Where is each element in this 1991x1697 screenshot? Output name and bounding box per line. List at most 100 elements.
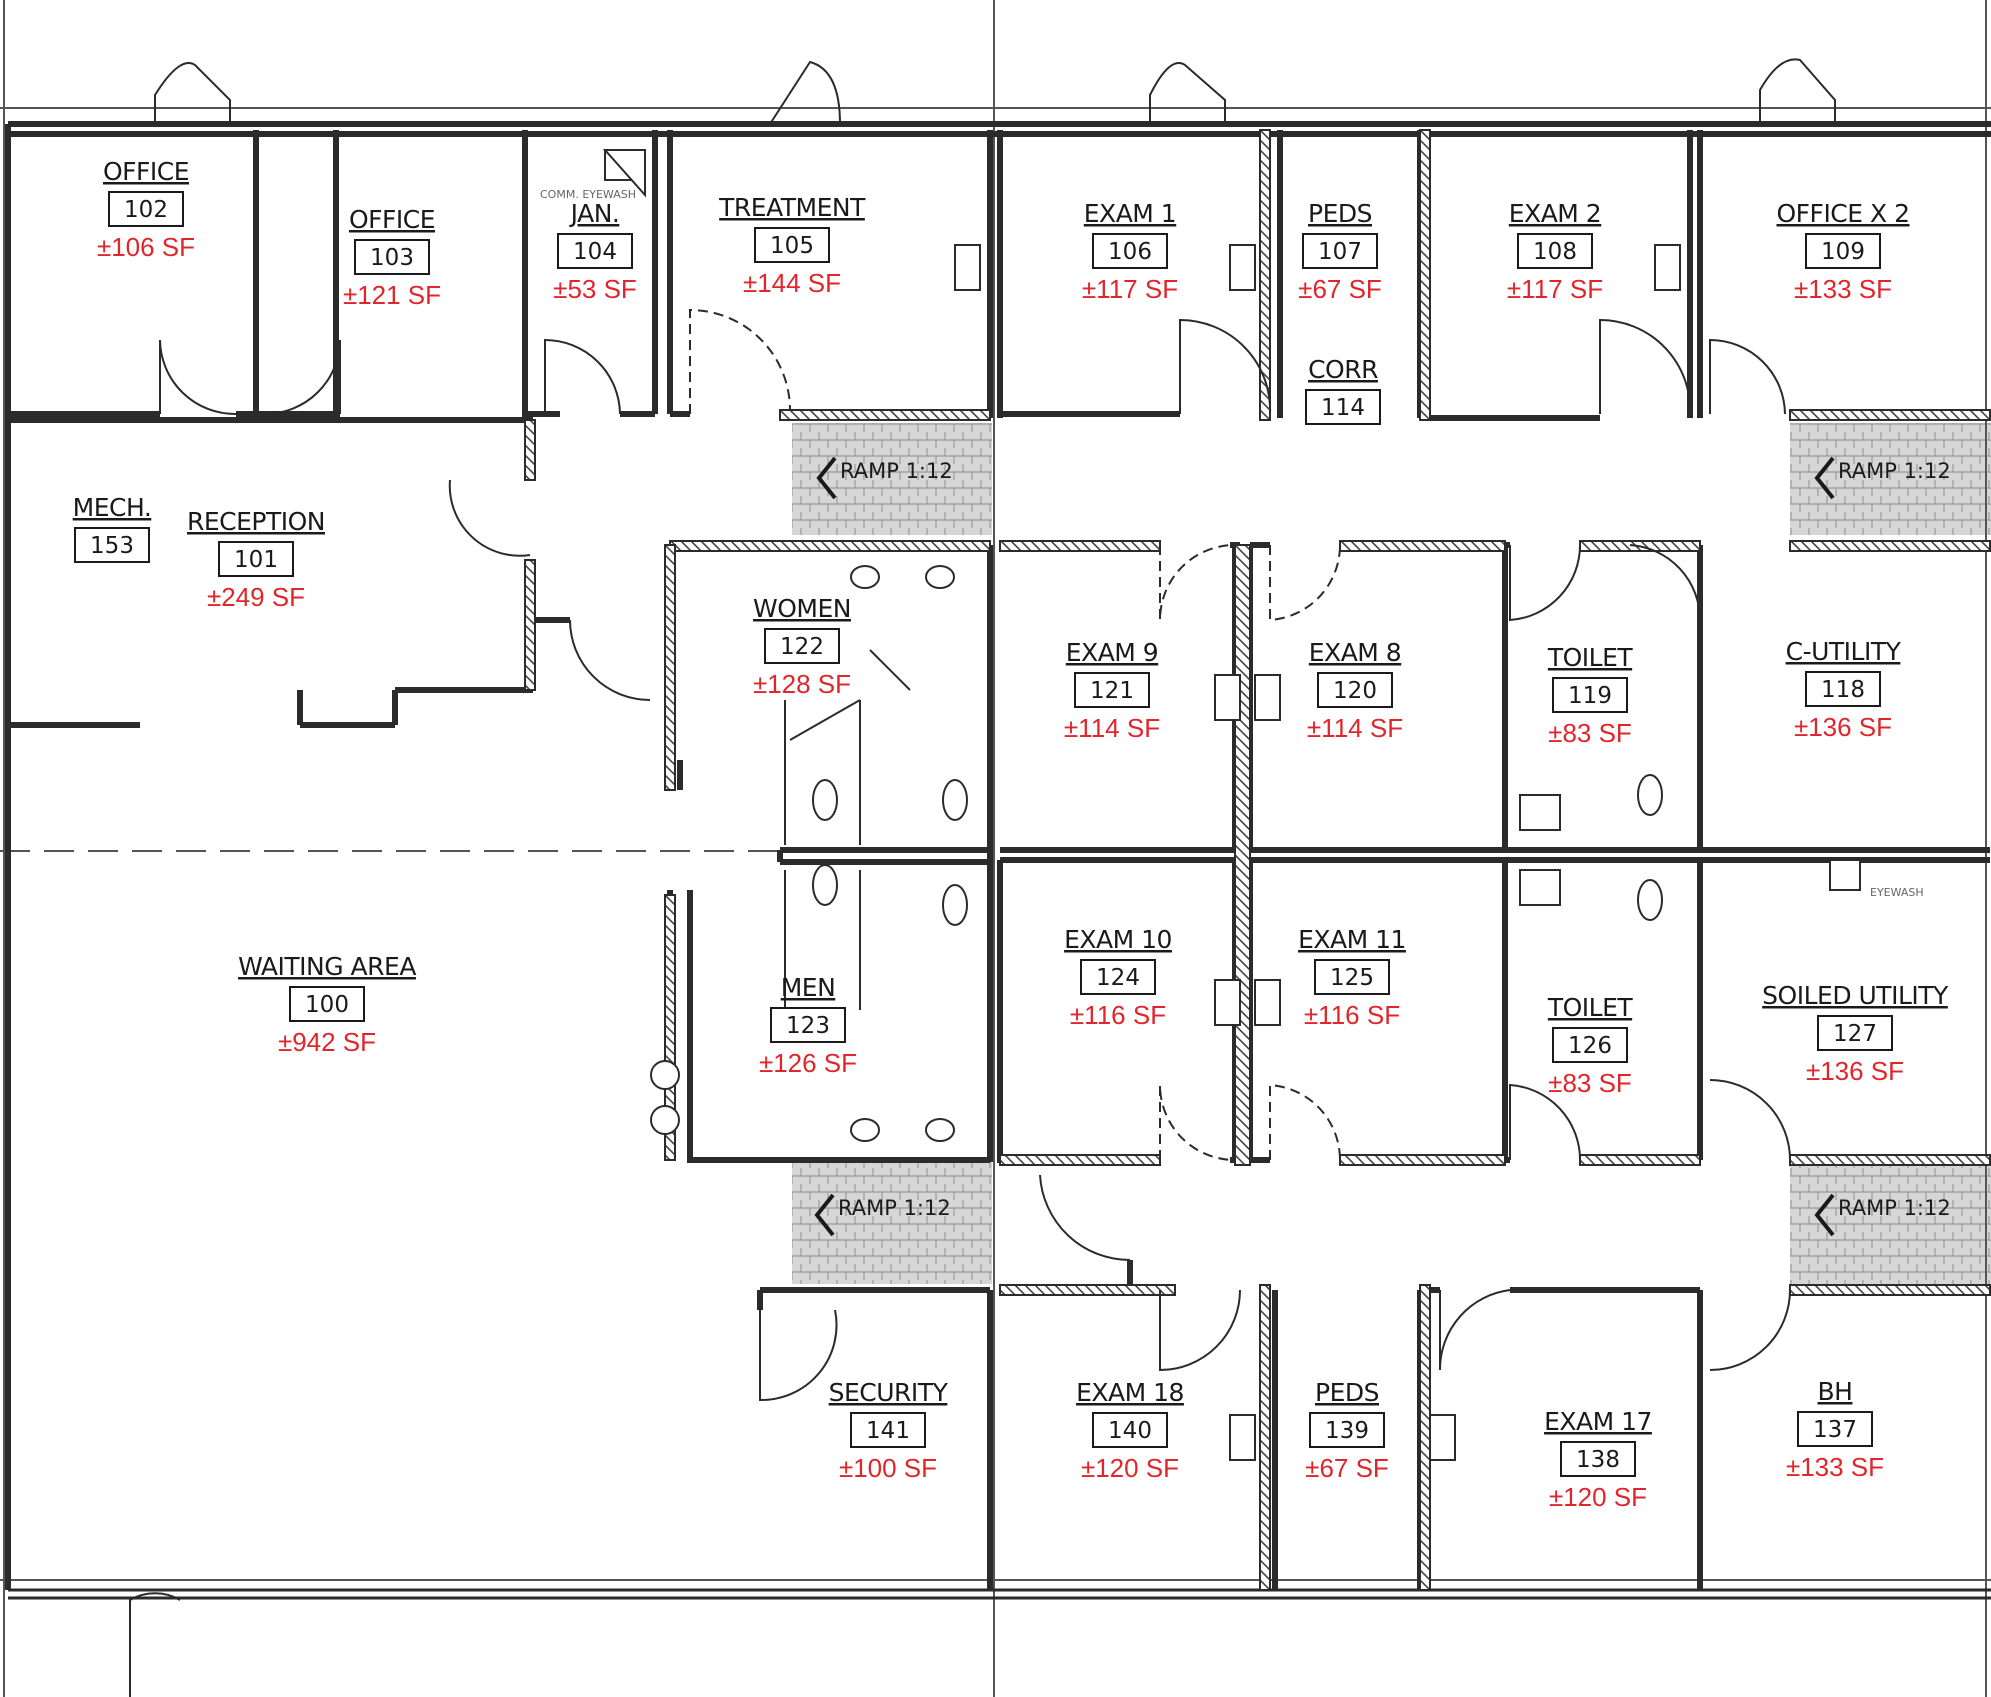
room-number: 119 (1568, 683, 1612, 709)
ramp-4: RAMP 1:12 (1814, 1193, 1951, 1237)
room-name: WAITING AREA (238, 952, 416, 981)
room-number-box (1092, 233, 1168, 269)
room-name: OFFICE X 2 (1777, 199, 1910, 228)
room-area: ±53 SF (553, 274, 637, 304)
comm-eyewash-note: COMM. EYEWASH (540, 188, 636, 201)
room-number-box (108, 191, 184, 227)
room-name: SECURITY (829, 1378, 949, 1407)
room-number-box (1817, 1015, 1893, 1051)
room-label-mech-153: MECH.153 (73, 493, 152, 563)
room-number: 121 (1090, 678, 1134, 704)
room-number-box (1797, 1411, 1873, 1447)
room-number: 107 (1318, 239, 1362, 265)
room-name: CORR (1308, 355, 1378, 384)
room-number-box (1560, 1441, 1636, 1477)
room-area: ±136 SF (1794, 712, 1892, 742)
room-area: ±133 SF (1794, 274, 1892, 304)
walls (5, 121, 1991, 1600)
room-number: 118 (1821, 677, 1865, 703)
room-number: 123 (786, 1013, 830, 1039)
stall-partitions (784, 649, 911, 1010)
room-name: TOILET (1547, 643, 1634, 672)
room-number-box (1305, 389, 1381, 425)
entrance-canopies (154, 58, 1836, 125)
room-area: ±117 SF (1082, 274, 1178, 304)
room-number: 102 (124, 197, 168, 223)
room-name: PEDS (1315, 1378, 1379, 1407)
room-number: 138 (1576, 1447, 1620, 1473)
svg-text:RAMP 1:12: RAMP 1:12 (1838, 459, 1951, 483)
room-area: ±83 SF (1548, 1068, 1632, 1098)
room-area: ±120 SF (1081, 1453, 1179, 1483)
room-label-jan-104: JAN.104±53 SF (553, 199, 637, 304)
ramp-3: RAMP 1:12 (814, 1193, 951, 1237)
room-number-box (1092, 1412, 1168, 1448)
arrow-left-icon (814, 1193, 835, 1237)
room-number-box (1309, 1412, 1385, 1448)
room-name: EXAM 18 (1076, 1378, 1184, 1407)
room-area: ±126 SF (759, 1048, 857, 1078)
room-area: ±249 SF (207, 582, 305, 612)
room-area: ±114 SF (1307, 713, 1403, 743)
room-name: TREATMENT (718, 193, 866, 222)
room-number: 101 (234, 547, 278, 573)
room-name: SOILED UTILITY (1762, 981, 1949, 1010)
room-name: EXAM 8 (1309, 638, 1401, 667)
room-label-peds-139: PEDS 139 ±67 SF (1305, 1378, 1389, 1483)
room-number: 124 (1096, 965, 1140, 991)
ramp-areas (792, 423, 1991, 1284)
room-area: ±121 SF (343, 280, 441, 310)
ramp-labels: RAMP 1:12 RAMP 1:12 RAMP 1:12 RAMP 1:12 (814, 456, 1951, 1237)
room-area: ±106 SF (97, 232, 195, 262)
room-name: EXAM 17 (1544, 1407, 1652, 1436)
room-area: ±133 SF (1786, 1452, 1884, 1482)
room-name: WOMEN (753, 594, 851, 623)
room-number: 140 (1108, 1418, 1152, 1444)
room-number-box (1302, 233, 1378, 269)
room-number-box (1317, 672, 1393, 708)
svg-text:RAMP 1:12: RAMP 1:12 (1838, 1196, 1951, 1220)
room-label-cutility-118: C-UTILITY 118 ±136 SF (1786, 637, 1902, 742)
room-area: ±120 SF (1549, 1482, 1647, 1512)
room-number-box (557, 233, 633, 269)
svg-text:RAMP 1:12: RAMP 1:12 (838, 1196, 951, 1220)
room-name: C-UTILITY (1786, 637, 1902, 666)
room-number: 125 (1330, 965, 1374, 991)
room-area: ±144 SF (743, 268, 841, 298)
fixtures (602, 149, 1861, 1461)
room-number: 141 (866, 1418, 910, 1444)
room-label-toilet-119: TOILET 119 ±83 SF (1547, 643, 1634, 748)
room-number: 104 (573, 239, 617, 265)
room-number: 108 (1533, 239, 1577, 265)
ramp-2: RAMP 1:12 (1814, 456, 1951, 500)
room-number-box (754, 227, 830, 263)
room-area: ±117 SF (1507, 274, 1603, 304)
room-area: ±67 SF (1305, 1453, 1389, 1483)
room-number: 153 (90, 533, 134, 559)
eyewash-note: EYEWASH (1870, 886, 1924, 899)
room-number: 100 (305, 992, 349, 1018)
room-number: 139 (1325, 1418, 1369, 1444)
room-area: ±83 SF (1548, 718, 1632, 748)
room-number-box (1805, 233, 1881, 269)
room-area: ±116 SF (1304, 1000, 1400, 1030)
room-number-box (354, 239, 430, 275)
room-number: 109 (1821, 239, 1865, 265)
room-name: EXAM 1 (1084, 199, 1176, 228)
room-label-exam17-138: EXAM 17 138 ±120 SF (1544, 1407, 1652, 1512)
room-number: 120 (1333, 678, 1377, 704)
